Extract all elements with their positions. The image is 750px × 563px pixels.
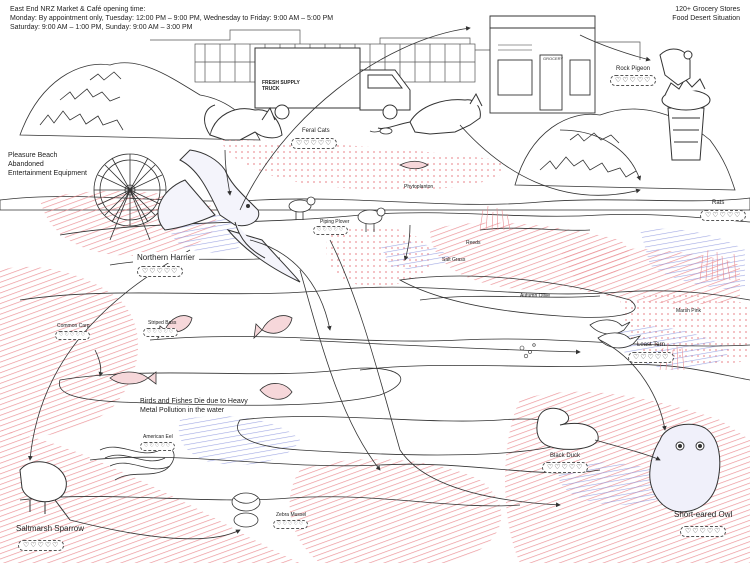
least-tern-label: Least Tern — [637, 342, 665, 348]
feral-cat-left — [204, 104, 283, 141]
autumn-olive-label: Autumn Olive — [520, 293, 551, 299]
market-title: East End NRZ Market & Café opening time: — [10, 6, 146, 13]
supply-truck — [254, 47, 411, 120]
pollution-line2: Metal Pollution in the water — [140, 407, 225, 414]
feral-cats-label: Feral Cats — [302, 128, 330, 134]
piping-plover-label: Piping Plover — [320, 219, 350, 225]
feral-cat-right — [377, 92, 483, 135]
market-hours-line1: Monday: By appointment only, Tuesday: 12… — [10, 15, 334, 22]
piping-plover-bird — [288, 196, 316, 220]
rock-pigeon-label: Rock Pigeon — [616, 66, 651, 72]
vegetation-red — [0, 140, 750, 563]
northern-harrier-rating: ♡♡♡♡♡ — [137, 266, 184, 278]
black-duck-rating: ♡♡♡♡♡ — [542, 462, 589, 474]
ferris-wheel — [93, 153, 167, 241]
beach-label-line3: Entertainment Equipment — [8, 170, 87, 177]
trash-can — [659, 48, 711, 161]
grocery-store-building — [489, 15, 596, 114]
grocery-count: 120+ Grocery Stores — [675, 6, 740, 13]
rat-small — [369, 127, 393, 135]
food-desert-note: Food Desert Situation — [672, 15, 740, 22]
striped-bass-rating: ♡♡♡♡♡ — [143, 328, 179, 337]
american-eel — [99, 446, 175, 481]
least-tern-birds — [589, 319, 642, 349]
marsh-pink-label: Marsh Pink — [676, 308, 702, 314]
northern-harrier-bird — [157, 149, 301, 283]
reeds-label: Reeds — [466, 240, 481, 246]
bubbles — [519, 343, 536, 359]
american-eel-rating: ♡♡♡♡♡ — [140, 442, 176, 451]
least-tern-rating: ♡♡♡♡♡ — [628, 352, 675, 364]
zebra-mussel-rating: ♡♡♡♡♡ — [273, 520, 309, 529]
black-duck-label: Black Duck — [550, 453, 581, 459]
saltmarsh-sparrow-rating: ♡♡♡♡♡ — [18, 540, 65, 552]
beach-label-line2: Abandoned — [8, 161, 44, 168]
rats-label: Rats — [712, 200, 725, 206]
saltmarsh-sparrow-bird — [19, 461, 71, 521]
short-eared-owl-bird — [649, 423, 721, 513]
pollution-line1: Birds and Fishes Die due to Heavy — [140, 398, 248, 405]
black-duck-bird — [536, 407, 599, 450]
common-carp-rating: ♡♡♡♡♡ — [55, 331, 91, 340]
food-web-arrows — [27, 26, 667, 540]
northern-harrier-label: Northern Harrier — [133, 252, 199, 263]
piping-plover-rating: ♡♡♡♡♡ — [313, 226, 349, 235]
common-carp-label: Common Carp — [57, 323, 90, 329]
market-hours-line2: Saturday: 9:00 AM – 1:00 PM, Sunday: 9:0… — [10, 24, 193, 31]
salt-grass-label: Salt Grass — [442, 257, 466, 263]
truck-sign: FRESH SUPPLY TRUCK — [262, 80, 300, 93]
phytoplanton-label: Phytoplanton — [404, 184, 434, 190]
feral-cats-rating: ♡♡♡♡♡ — [291, 138, 338, 150]
short-eared-owl-rating: ♡♡♡♡♡ — [680, 526, 727, 538]
zebra-mussel — [231, 492, 261, 528]
beach-label-line1: Pleasure Beach — [8, 152, 58, 159]
american-eel-label: American Eel — [143, 434, 173, 440]
short-eared-owl-label: Short-eared Owl — [674, 510, 733, 519]
rock-pigeon-rating: ♡♡♡♡♡ — [610, 75, 657, 87]
striped-bass-label: Striped Bass — [148, 320, 177, 326]
saltmarsh-sparrow-label: Saltmarsh Sparrow — [16, 524, 85, 533]
piping-plover-bird-2 — [357, 207, 386, 232]
zebra-mussel-label: Zebra Mussel — [276, 512, 307, 518]
rats-rating: ♡♡♡♡♡ — [700, 210, 747, 222]
grocery-sign: GROCERY — [543, 56, 563, 61]
